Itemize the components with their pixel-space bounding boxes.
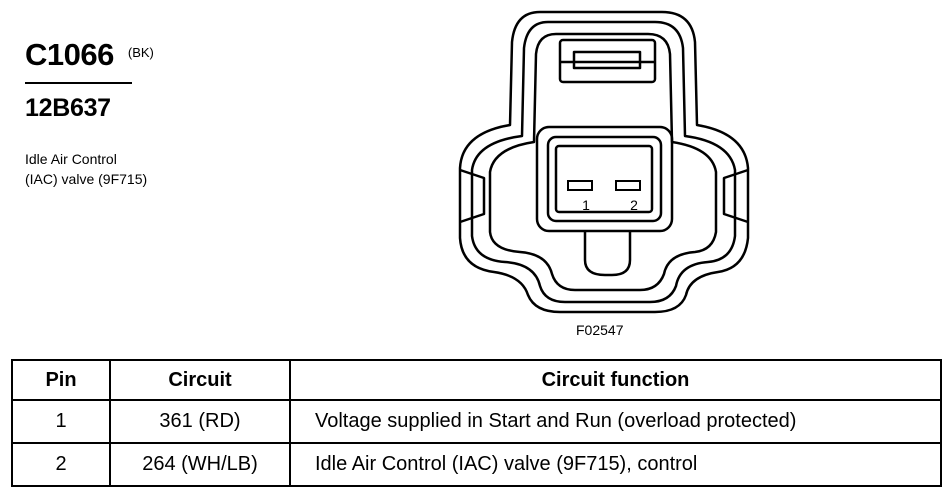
housing-inner-outline <box>470 20 737 304</box>
terminal-slot-1 <box>567 180 593 191</box>
connector-color-code: (BK) <box>127 45 154 60</box>
pin-table: Pin Circuit Circuit function 1 361 (RD) … <box>11 359 942 487</box>
figure-id: F02547 <box>576 322 624 338</box>
latch-window <box>572 50 642 70</box>
header-circuit-function: Circuit function <box>289 359 942 401</box>
cell-function: Voltage supplied in Start and Run (overl… <box>289 399 942 444</box>
component-description: Idle Air Control (IAC) valve (9F715) <box>25 149 147 189</box>
pin-cavity-face <box>554 144 654 214</box>
pin-cavity-outer <box>535 125 674 233</box>
connector-face-drawing: 1 2 <box>458 10 750 314</box>
cell-circuit: 361 (RD) <box>109 399 291 444</box>
table-header-row: Pin Circuit Circuit function <box>11 359 942 401</box>
keyway <box>583 231 632 277</box>
cell-pin: 2 <box>11 442 111 487</box>
connector-id: C1066 <box>25 37 114 72</box>
header-circuit: Circuit <box>109 359 291 401</box>
pin-cavity-inner <box>546 135 663 223</box>
housing-third-outline <box>488 32 718 292</box>
cell-function: Idle Air Control (IAC) valve (9F715), co… <box>289 442 942 487</box>
terminal-slot-2 <box>615 180 641 191</box>
description-line-2: (IAC) valve (9F715) <box>25 171 148 187</box>
pin-label-1: 1 <box>582 197 590 213</box>
part-number: 12B637 <box>25 94 111 122</box>
housing-outer-outline <box>458 10 750 314</box>
header-divider <box>25 82 132 84</box>
cell-pin: 1 <box>11 399 111 444</box>
header-pin: Pin <box>11 359 111 401</box>
table-row: 2 264 (WH/LB) Idle Air Control (IAC) val… <box>11 442 942 487</box>
connector-header: C1066 (BK) <box>25 38 195 72</box>
pin-label-2: 2 <box>630 197 638 213</box>
cell-circuit: 264 (WH/LB) <box>109 442 291 487</box>
right-side-notch <box>722 168 749 224</box>
description-line-1: Idle Air Control <box>25 151 117 167</box>
left-side-notch <box>459 168 486 224</box>
table-row: 1 361 (RD) Voltage supplied in Start and… <box>11 399 942 444</box>
